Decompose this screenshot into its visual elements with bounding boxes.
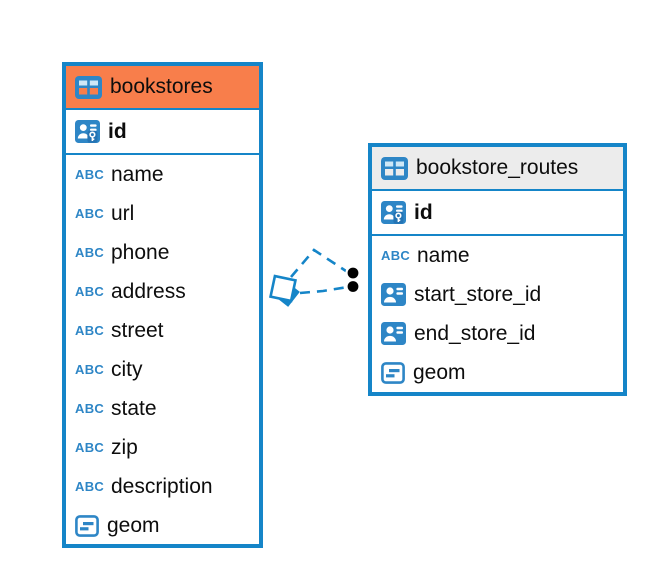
column-row[interactable]: geom — [66, 506, 259, 545]
column-label: city — [111, 357, 143, 381]
geometry-icon — [381, 361, 405, 384]
column-row[interactable]: ABC state — [66, 389, 259, 428]
abc-text-icon: ABC — [75, 479, 105, 494]
table-header[interactable]: bookstores — [66, 66, 259, 110]
column-row[interactable]: ABC street — [66, 311, 259, 350]
person-key-icon — [75, 120, 100, 143]
column-row[interactable]: ABC name — [372, 236, 623, 275]
column-label: geom — [413, 360, 466, 384]
column-row[interactable]: ABC address — [66, 272, 259, 311]
fk-line-upper[interactable] — [290, 248, 350, 278]
column-label: description — [111, 474, 213, 498]
column-label: street — [111, 318, 164, 342]
entity-table-bookstores[interactable]: bookstores id ABC name ABC url ABC phone — [62, 62, 263, 548]
column-label: id — [108, 119, 127, 143]
column-label: end_store_id — [414, 321, 536, 345]
table-title: bookstore_routes — [416, 156, 579, 179]
column-row[interactable]: ABC url — [66, 194, 259, 233]
person-ref-icon — [381, 283, 406, 306]
column-row[interactable]: ABC name — [66, 155, 259, 194]
abc-text-icon: ABC — [75, 167, 105, 182]
column-row[interactable]: ABC phone — [66, 233, 259, 272]
table-icon — [381, 156, 408, 180]
column-row[interactable]: geom — [372, 353, 623, 392]
column-row[interactable]: ABC zip — [66, 428, 259, 467]
column-label: start_store_id — [414, 282, 542, 306]
abc-text-icon: ABC — [75, 206, 105, 221]
dot-pair-marker — [345, 265, 361, 295]
column-label: name — [111, 162, 164, 186]
fk-line-lower[interactable] — [299, 285, 349, 295]
column-label: phone — [111, 240, 170, 264]
abc-text-icon: ABC — [75, 284, 105, 299]
table-header[interactable]: bookstore_routes — [372, 147, 623, 191]
abc-text-icon: ABC — [75, 323, 105, 338]
column-row[interactable]: start_store_id — [372, 275, 623, 314]
column-label: id — [414, 200, 433, 224]
column-row[interactable]: ABC city — [66, 350, 259, 389]
diamond-pair-marker — [269, 274, 300, 307]
column-label: geom — [107, 513, 160, 537]
column-label: name — [417, 243, 470, 267]
person-key-icon — [381, 201, 406, 224]
geometry-icon — [75, 514, 99, 537]
abc-text-icon: ABC — [75, 362, 105, 377]
abc-text-icon: ABC — [75, 401, 105, 416]
column-label: zip — [111, 435, 138, 459]
entity-table-bookstore-routes[interactable]: bookstore_routes id ABC name — [368, 143, 627, 396]
abc-text-icon: ABC — [75, 245, 105, 260]
table-icon — [75, 75, 102, 99]
column-row-pk[interactable]: id — [66, 110, 259, 155]
column-label: address — [111, 279, 186, 303]
abc-text-icon: ABC — [381, 248, 411, 263]
person-ref-icon — [381, 322, 406, 345]
table-title: bookstores — [110, 75, 213, 98]
column-row[interactable]: end_store_id — [372, 314, 623, 353]
abc-text-icon: ABC — [75, 440, 105, 455]
column-row-pk[interactable]: id — [372, 191, 623, 236]
column-label: state — [111, 396, 157, 420]
column-label: url — [111, 201, 135, 225]
column-row[interactable]: ABC description — [66, 467, 259, 506]
